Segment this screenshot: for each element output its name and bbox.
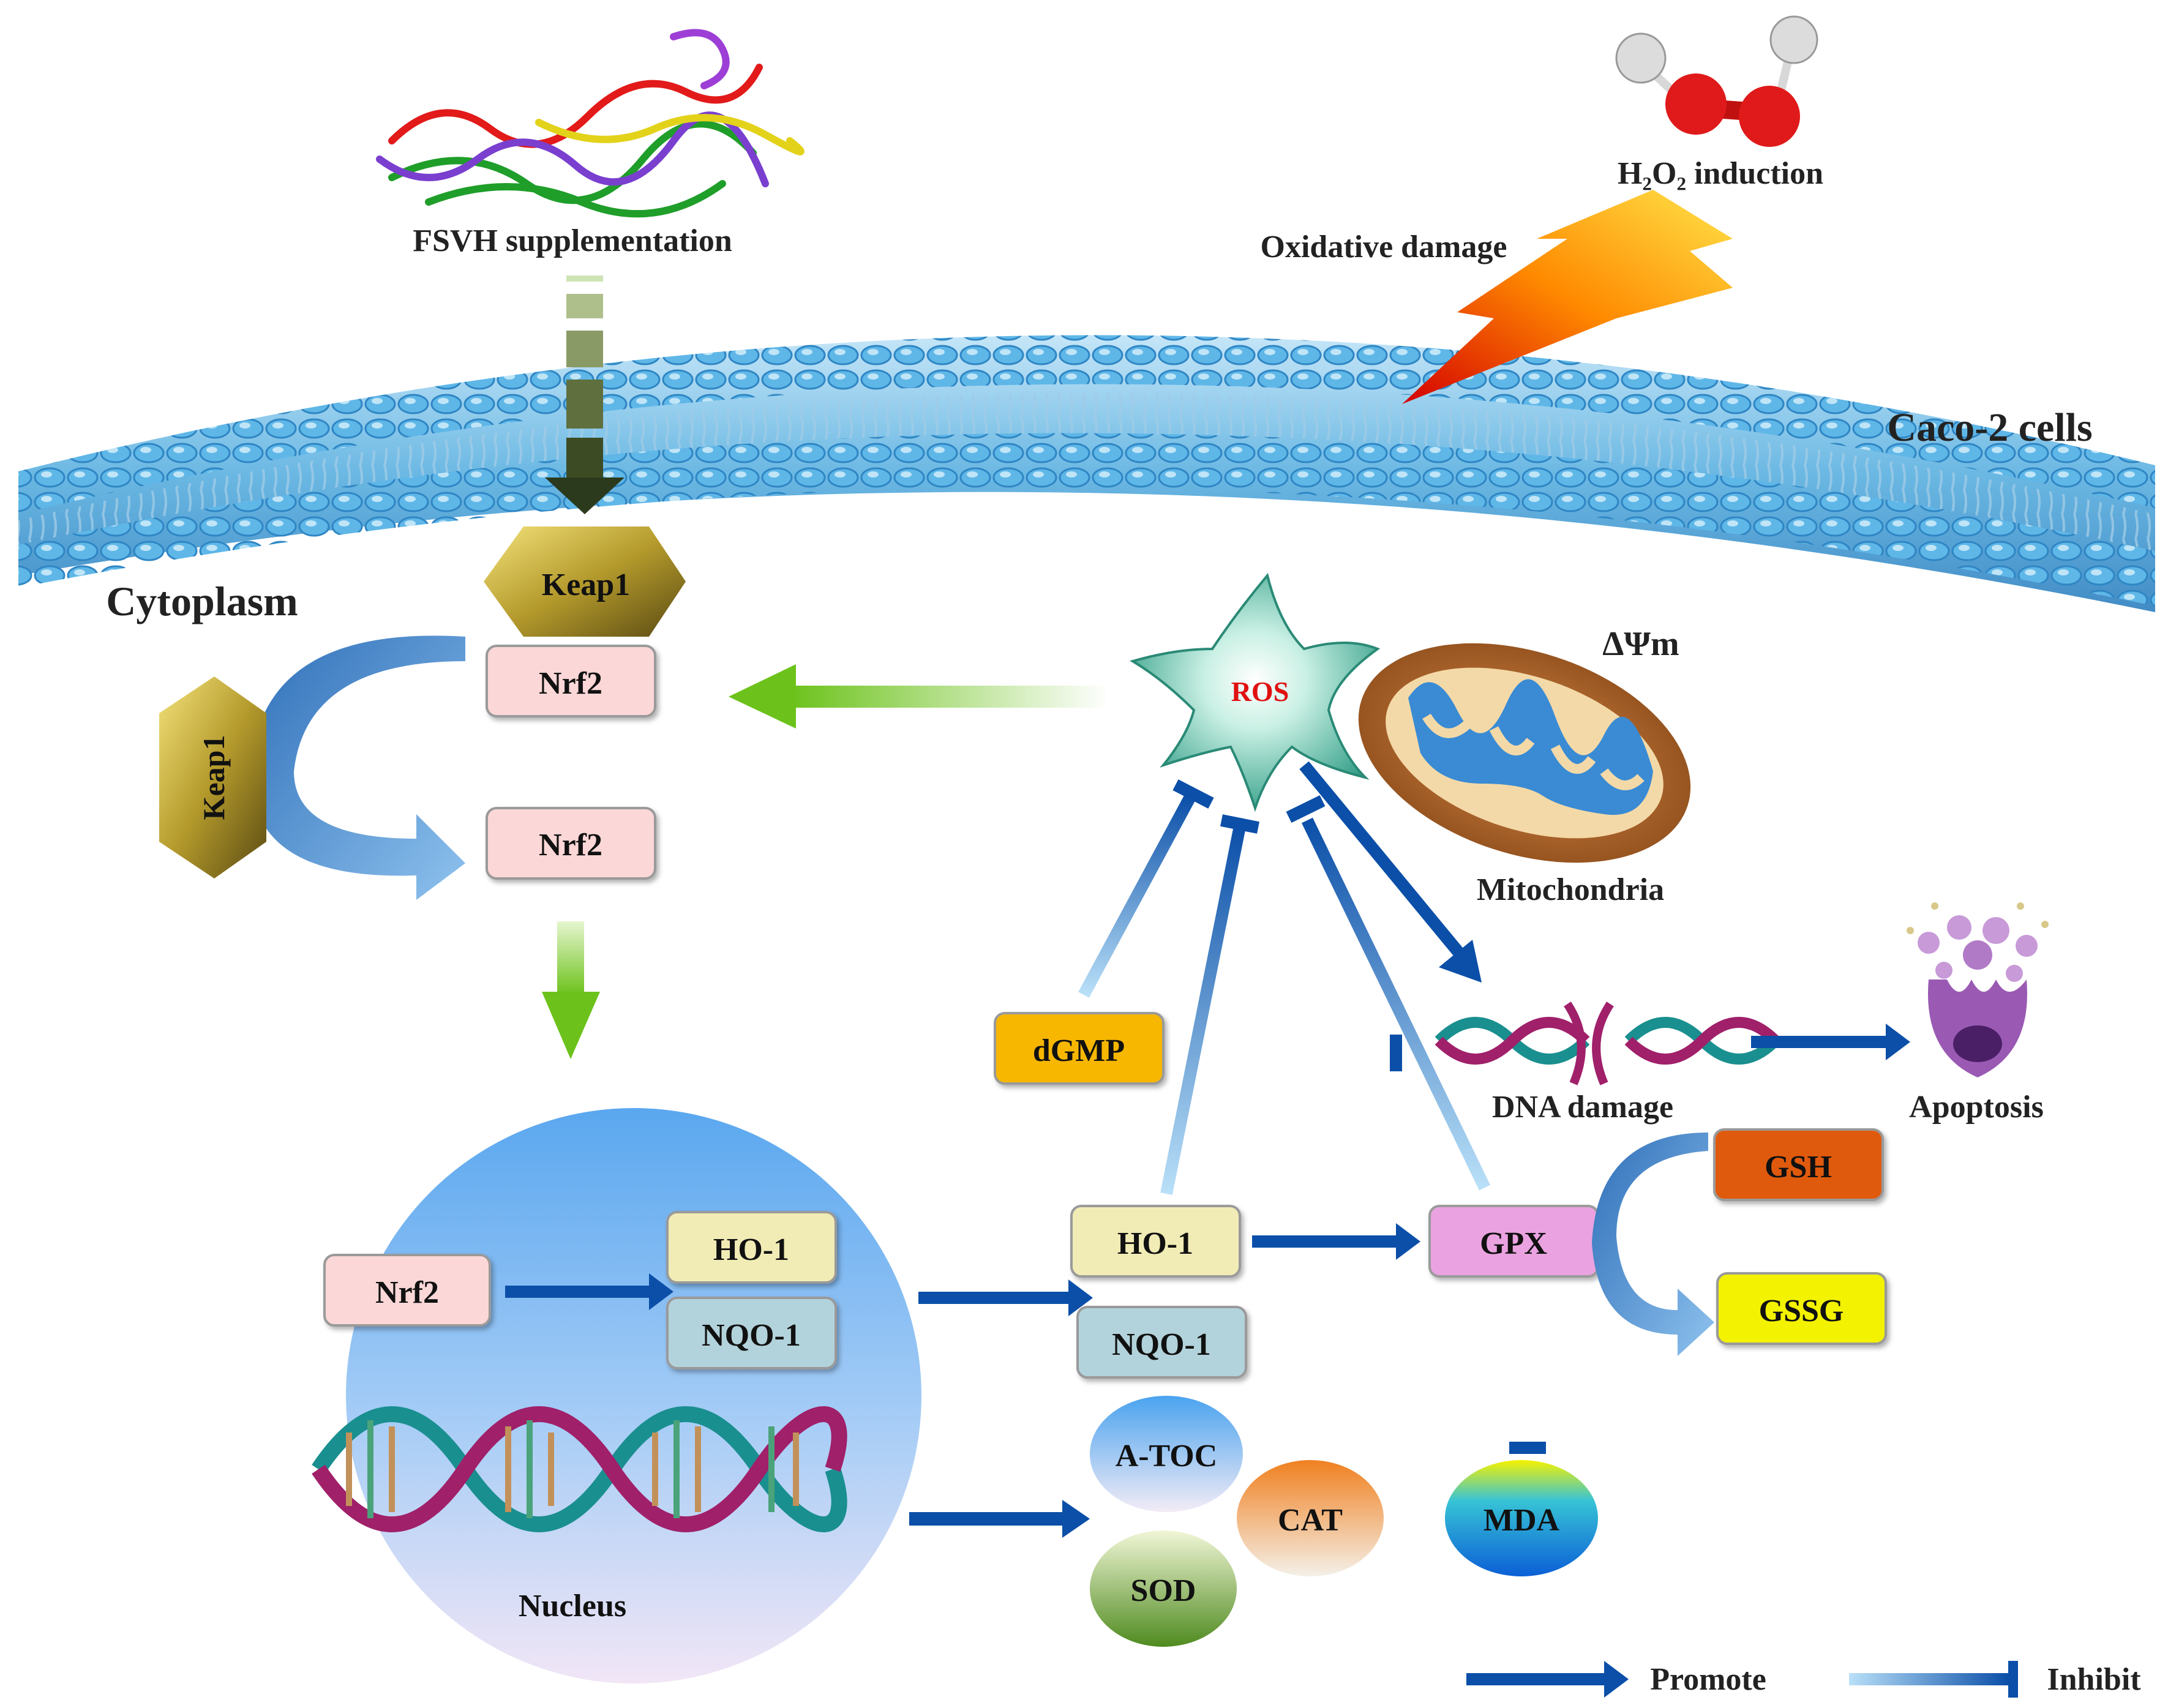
ho1-inhibits-ros <box>1160 814 1259 1195</box>
caco2-label: Caco-2 cells <box>1887 405 2092 450</box>
keap1-side-hexagon: Keap1 <box>159 676 266 878</box>
legend-inhibit-label: Inhibit <box>2047 1662 2141 1697</box>
ho1-label: HO-1 <box>1117 1226 1193 1261</box>
ros-star: ROS <box>1130 572 1381 812</box>
gsh-to-gssg-curve-arrow <box>1592 1133 1714 1356</box>
ros-to-nrf2-arrow <box>729 664 1108 729</box>
mda-label: MDA <box>1483 1503 1560 1538</box>
h2o2-label: H₂O₂ induction <box>1618 156 1823 191</box>
nucleus-to-antioxidants-arrow <box>909 1500 1090 1538</box>
ros-to-dna-damage-arrow <box>1299 761 1482 983</box>
nucleus-label: Nucleus <box>519 1589 626 1624</box>
mitochondria-icon <box>1358 643 1691 863</box>
ho1-to-gpx-arrow <box>1252 1223 1420 1260</box>
gsh-box: GSH <box>1713 1128 1884 1201</box>
nrf2-free-label: Nrf2 <box>539 828 602 863</box>
delta-psi-label: ΔΨm <box>1602 625 1679 663</box>
ros-label: ROS <box>1231 676 1289 707</box>
cat-bubble: CAT <box>1237 1460 1384 1576</box>
sod-label: SOD <box>1131 1573 1196 1608</box>
nrf2-bound-label: Nrf2 <box>539 666 602 701</box>
oxidative-damage-label: Oxidative damage <box>1261 230 1507 264</box>
ho1-box: HO-1 <box>1070 1205 1241 1278</box>
gssg-box: GSSG <box>1716 1272 1887 1345</box>
mitochondria-label: Mitochondria <box>1477 872 1664 907</box>
dgmp-label: dGMP <box>1033 1033 1125 1068</box>
nrf2-to-nucleus-arrow <box>542 921 600 1059</box>
gpx-box: GPX <box>1428 1205 1599 1278</box>
h2o2-molecule <box>1615 15 1818 147</box>
dgmp-box: dGMP <box>994 1012 1165 1085</box>
keap1-side-label: Keap1 <box>197 735 231 820</box>
gsh-label: GSH <box>1765 1150 1832 1185</box>
nrf2-bound-box: Nrf2 <box>486 645 656 717</box>
gssg-label: GSSG <box>1759 1294 1844 1328</box>
nrf2-nucleus-promote-arrow <box>505 1273 673 1310</box>
nqo1-label: NQO-1 <box>1112 1327 1211 1362</box>
gpx-inhibits-mda <box>1509 1292 1546 1454</box>
nqo1-box: NQO-1 <box>1076 1306 1247 1379</box>
cytoplasm-label: Cytoplasm <box>106 578 298 624</box>
damaged-dna-icon <box>1435 1002 1780 1085</box>
dna-to-apoptosis-arrow <box>1751 1024 1910 1060</box>
fsvh-protein-structure <box>376 29 805 218</box>
dissociation-curve-arrow <box>250 635 465 900</box>
atoc-bubble: A-TOC <box>1090 1396 1243 1512</box>
apoptosis-cell-icon <box>1907 902 2049 1077</box>
gpx-inhibits-ros <box>1286 795 1491 1191</box>
nucleus-to-ho1-arrow <box>918 1279 1093 1316</box>
dgmp-inhibits-dna-damage <box>1215 1035 1402 1071</box>
keap1-top-label: Keap1 <box>542 567 630 602</box>
legend-promote-label: Promote <box>1650 1662 1766 1697</box>
sod-bubble: SOD <box>1090 1530 1237 1647</box>
dgmp-inhibits-ros <box>1078 779 1214 998</box>
legend-inhibit-arrow <box>1849 1661 2018 1698</box>
cat-label: CAT <box>1278 1503 1343 1538</box>
mda-bubble: MDA <box>1445 1460 1598 1576</box>
atoc-label: A-TOC <box>1116 1439 1218 1474</box>
legend-promote-arrow <box>1466 1661 1629 1698</box>
ho1-nucleus-box: HO-1 <box>666 1211 837 1284</box>
legend: Promote Inhibit <box>1466 1661 2141 1698</box>
nqo1-nucleus-label: NQO-1 <box>702 1318 801 1353</box>
dna-damage-label: DNA damage <box>1492 1090 1673 1125</box>
fsvh-arrow <box>545 275 625 514</box>
nrf2-nucleus-box: Nrf2 <box>323 1254 491 1327</box>
nrf2-free-box: Nrf2 <box>486 807 656 880</box>
nrf2-nucleus-label: Nrf2 <box>375 1275 439 1310</box>
fsvh-label: FSVH supplementation <box>413 223 732 258</box>
lightning-bolt-icon <box>1402 190 1733 404</box>
gpx-label: GPX <box>1480 1226 1547 1261</box>
nqo1-nucleus-box: NQO-1 <box>666 1297 837 1369</box>
keap1-top-hexagon: Keap1 <box>484 526 686 637</box>
cell-membrane <box>18 335 2155 612</box>
nucleus-dna-helix <box>312 1406 847 1532</box>
nucleus: Nucleus <box>312 1108 921 1684</box>
ho1-nucleus-label: HO-1 <box>713 1232 789 1267</box>
apoptosis-label: Apoptosis <box>1909 1090 2044 1125</box>
